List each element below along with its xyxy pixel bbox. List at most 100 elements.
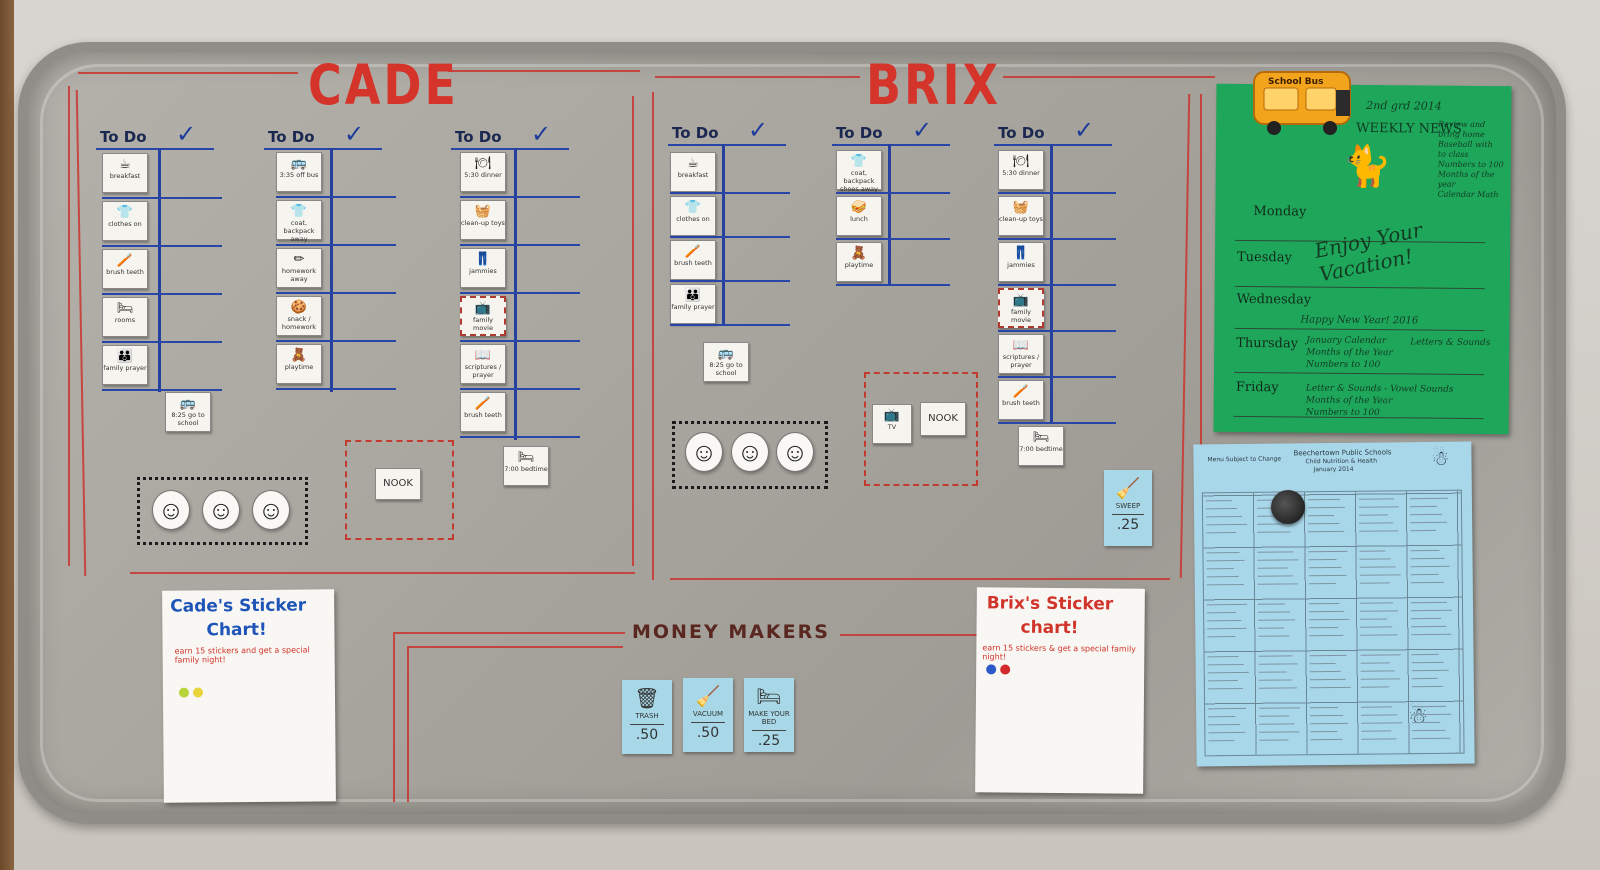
chore-icon: 👖 (474, 252, 492, 267)
todo-divider (722, 144, 725, 324)
chore-label: breakfast (677, 171, 709, 179)
chore-card: 👪family prayer (670, 284, 716, 324)
chore-card: 🧸playtime (836, 242, 882, 282)
chore-label: 8:25 go to school (709, 361, 743, 377)
chore-label: scriptures / prayer (464, 363, 502, 379)
chore-card: 🚌8:25 go to school (703, 342, 749, 382)
todo-rule (998, 422, 1116, 424)
todo-rule (998, 238, 1116, 240)
chore-label: lunch (850, 215, 868, 223)
chore-label: 5:30 dinner (1002, 169, 1040, 177)
chore-card: ☕breakfast (102, 153, 148, 193)
chore-label: scriptures / prayer (1002, 353, 1040, 369)
snowman-icon: ☃ (1431, 445, 1450, 470)
todo-rule (670, 236, 790, 238)
note-line: January Calendar (1306, 335, 1387, 347)
chore-card: 🪥brush teeth (998, 380, 1044, 420)
cade-sticker-title: Cade's Sticker (170, 595, 307, 617)
todo-label: To Do (455, 128, 502, 146)
todo-rule (832, 144, 950, 146)
chore-label: 7:00 bedtime (1019, 445, 1063, 453)
chore-card: 🪥brush teeth (460, 392, 506, 432)
todo-rule (460, 292, 580, 294)
chore-icon: 🧸 (850, 246, 868, 261)
todo-rule (276, 388, 396, 390)
checkmark-icon: ✓ (912, 116, 933, 144)
note-line: Numbers to 100 (1437, 159, 1504, 170)
chore-icon: 🚌 (290, 156, 308, 171)
money-maker-card: 🛏MAKE YOUR BED.25 (744, 678, 794, 752)
chore-card: 🚌3:35 off bus (276, 152, 322, 192)
smiley-face-icon: ☺ (685, 432, 723, 472)
chore-icon: 🧺 (474, 204, 492, 219)
checkmark-icon: ✓ (748, 116, 769, 144)
money-maker-card: 🗑TRASH.50 (622, 680, 672, 754)
todo-label: To Do (998, 124, 1045, 142)
chore-label: rooms (114, 316, 136, 324)
todo-rule (276, 340, 396, 342)
chore-label: 8:25 go to school (171, 411, 205, 427)
money-top-line-left-inner (408, 646, 623, 648)
chore-label: jammies (1007, 261, 1035, 269)
tv-icon: 📺 (883, 408, 901, 423)
chore-icon: 👕 (684, 200, 702, 215)
chore-icon: 🛏 (116, 301, 134, 316)
chore-icon: 🪥 (116, 253, 134, 268)
chore-amount: .50 (630, 724, 664, 743)
thursday-right-note: Letters & Sounds (1410, 337, 1491, 349)
chore-icon: 🚌 (717, 346, 735, 361)
todo-label: To Do (100, 128, 147, 146)
todo-rule (102, 293, 222, 295)
chore-icon: 👪 (116, 349, 134, 364)
brix-title: BRIX (866, 52, 1002, 118)
chore-icon: 🗑 (634, 686, 660, 710)
smiley-face-icon: ☺ (202, 490, 240, 530)
chore-card: 👖jammies (998, 242, 1044, 282)
todo-rule (102, 389, 222, 391)
todo-rule (460, 436, 580, 438)
sweep-chore-card: 🧹 SWEEP .25 (1104, 470, 1152, 546)
chore-label: VACUUM (692, 710, 724, 718)
money-makers-title: MONEY MAKERS (632, 621, 830, 643)
chore-label: 7:00 bedtime (504, 465, 548, 473)
lunch-note: Menu Subject to Change (1207, 455, 1282, 464)
cade-nook-box (345, 440, 454, 540)
chore-label: 5:30 dinner (464, 171, 502, 179)
sticker-dot (192, 687, 204, 698)
week-rule (1234, 371, 1485, 376)
note-line: Calendar Math (1437, 189, 1499, 200)
brix-sticker-title: Brix's Sticker (986, 593, 1114, 615)
chore-label: family movie (1010, 308, 1032, 324)
todo-divider (514, 148, 517, 440)
cade-title: CADE (308, 52, 459, 118)
chore-label: 3:35 off bus (279, 171, 319, 179)
lunch-month: January 2014 (1313, 465, 1354, 474)
todo-rule (998, 192, 1116, 194)
todo-rule (836, 192, 950, 194)
chore-label: brush teeth (674, 259, 712, 267)
chore-label: homework away (281, 267, 317, 283)
todo-rule (276, 292, 396, 294)
cade-top-line-right (448, 70, 640, 72)
todo-rule (451, 148, 569, 150)
todo-rule (836, 238, 950, 240)
brix-right-line-outer (1200, 94, 1202, 564)
note-line: Review and bring home (1438, 119, 1486, 140)
smiley-face-icon: ☺ (152, 490, 190, 530)
chore-label: coat, backpack away (283, 219, 315, 243)
cade-right-line (632, 96, 634, 566)
chore-card: 🧺clean-up toys (998, 196, 1044, 236)
chore-icon: 🛏 (756, 684, 782, 708)
lunch-sub: Child Nutrition & Health (1305, 457, 1378, 466)
brix-nook-box (864, 372, 978, 486)
lunch-menu-sheet: Beechertown Public Schools Child Nutriti… (1193, 441, 1475, 767)
chore-icon: 👕 (850, 154, 868, 169)
chore-icon: 🥪 (850, 200, 868, 215)
smiley-face-icon: ☺ (252, 490, 290, 530)
todo-rule (460, 196, 580, 198)
chore-icon: 🛏 (1032, 430, 1050, 445)
todo-divider (888, 144, 891, 286)
chore-card: 🥪lunch (836, 196, 882, 236)
lunch-org: Beechertown Public Schools (1293, 448, 1392, 458)
note-line: Baseball with (1437, 139, 1493, 150)
